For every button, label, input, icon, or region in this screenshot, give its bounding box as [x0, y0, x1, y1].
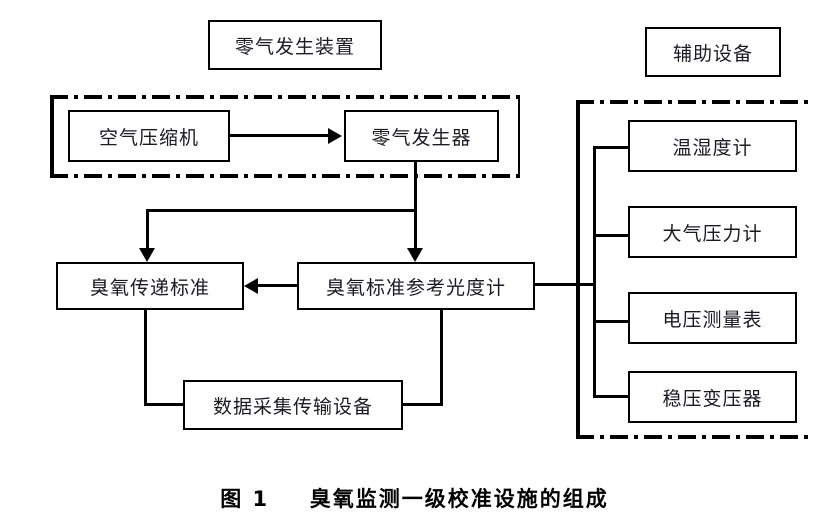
auxiliary-section-title-box: 辅助设备 [645, 27, 781, 77]
connector-generator-to-photometer [414, 209, 417, 251]
figure-caption-number: 图 1 [220, 487, 270, 511]
box-data-acquisition-label: 数据采集传输设备 [212, 395, 373, 418]
box-transfer-standard: 臭氧传递标准 [56, 262, 244, 310]
zero-air-section-title-box: 零气发生装置 [208, 20, 382, 70]
box-barometer: 大气压力计 [628, 206, 797, 258]
connector-bus-to-barometer [593, 234, 630, 237]
connector-auxiliary-bus [593, 146, 596, 398]
box-hygrometer-label: 温湿度计 [672, 136, 753, 159]
connector-photometer-down [440, 310, 443, 405]
box-transfer-standard-label: 臭氧传递标准 [89, 276, 210, 299]
connector-compressor-to-generator [230, 134, 330, 137]
connector-photometer-to-transfer-standard [258, 284, 300, 287]
connector-generator-to-transfer-standard [146, 209, 149, 251]
arrowhead-compressor-to-generator [328, 128, 342, 144]
connector-transfer-standard-to-data [144, 403, 185, 406]
box-hygrometer: 温湿度计 [628, 120, 797, 172]
connector-bus-to-stabilizer [593, 395, 630, 398]
arrowhead-to-photometer [407, 248, 423, 262]
connector-photometer-to-auxiliary [534, 283, 595, 286]
box-zero-air-generator: 零气发生器 [344, 110, 499, 162]
box-reference-photometer-label: 臭氧标准参考光度计 [325, 276, 506, 299]
box-reference-photometer: 臭氧标准参考光度计 [297, 262, 535, 310]
box-air-compressor: 空气压缩机 [68, 110, 230, 162]
box-air-compressor-label: 空气压缩机 [98, 126, 199, 149]
auxiliary-section-title: 辅助设备 [672, 42, 753, 65]
connector-bus-to-hygrometer [593, 146, 630, 149]
figure-caption-text: 臭氧监测一级校准设施的组成 [309, 487, 609, 511]
box-zero-air-generator-label: 零气发生器 [371, 126, 472, 149]
box-data-acquisition: 数据采集传输设备 [183, 380, 403, 430]
box-barometer-label: 大气压力计 [662, 222, 763, 245]
arrowhead-to-transfer-standard-left [244, 278, 258, 294]
zero-air-section-title: 零气发生装置 [234, 35, 355, 58]
figure-caption: 图 1 臭氧监测一级校准设施的组成 [0, 483, 829, 513]
connector-generator-branch [146, 209, 417, 212]
arrowhead-to-transfer-standard [139, 248, 155, 262]
connector-generator-drop [414, 162, 417, 212]
box-voltage-stabilizer: 稳压变压器 [628, 371, 797, 423]
box-voltage-stabilizer-label: 稳压变压器 [662, 387, 763, 410]
connector-photometer-to-data [401, 403, 443, 406]
box-voltmeter: 电压测量表 [628, 292, 797, 344]
box-voltmeter-label: 电压测量表 [662, 308, 763, 331]
connector-bus-to-voltmeter [593, 320, 630, 323]
connector-transfer-standard-down [144, 310, 147, 405]
